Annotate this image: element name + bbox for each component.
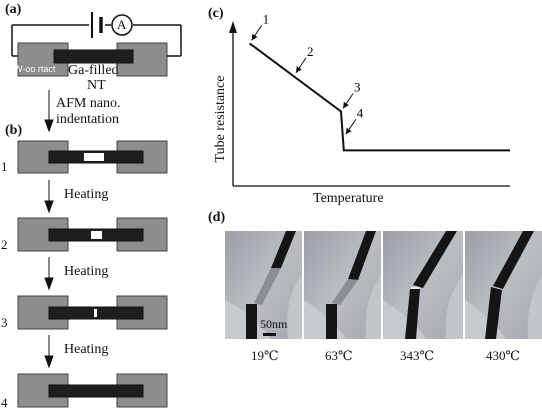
resistance-curve-0 xyxy=(249,42,510,152)
device-step-4 xyxy=(17,373,168,408)
tem-image-4 xyxy=(465,231,542,339)
annotation-label: 3 xyxy=(354,79,361,94)
chart-c: 1 2 3 4 xyxy=(229,11,510,187)
device-step-2 xyxy=(17,217,168,252)
heating-label-3: Heating xyxy=(64,342,109,357)
annotation-2: 2 xyxy=(295,44,314,74)
contact-label: W-oo rtact xyxy=(14,64,56,74)
step-number-3: 3 xyxy=(1,315,8,330)
y-axis-arrow-icon xyxy=(229,21,237,33)
temperature-label-1: 19℃ xyxy=(251,348,279,363)
temperature-label-2: 63℃ xyxy=(325,348,353,363)
annotation-4: 4 xyxy=(345,105,364,135)
panel-c-label: (c) xyxy=(208,6,224,21)
annotation-1: 1 xyxy=(251,11,270,41)
step-label-line2: indentation xyxy=(56,112,119,127)
tem-image-3 xyxy=(383,231,463,339)
heating-label-2: Heating xyxy=(64,264,109,279)
device-step-3 xyxy=(17,295,168,330)
annotation-label: 1 xyxy=(263,11,270,26)
down-arrow-icon xyxy=(44,335,54,369)
temperature-label-4: 430℃ xyxy=(486,348,521,363)
down-arrow-icon xyxy=(44,90,54,133)
device-step-1 xyxy=(17,140,168,174)
step-label-line1: AFM nano. xyxy=(56,96,121,111)
panel-b-label: (b) xyxy=(5,123,23,138)
heating-label-1: Heating xyxy=(64,187,109,202)
chart-x-label: Temperature xyxy=(313,191,384,206)
down-arrow-icon xyxy=(44,257,54,291)
panel-a-label: (a) xyxy=(5,2,22,17)
tube-label-line2: NT xyxy=(87,78,106,93)
annotation-3: 3 xyxy=(342,79,361,109)
tube-label-line1: Ga-filled xyxy=(68,63,119,78)
step-number-1: 1 xyxy=(1,159,8,174)
ammeter-icon xyxy=(111,14,133,36)
annotation-label: 2 xyxy=(307,44,314,59)
tem-image-1 xyxy=(225,231,302,339)
down-arrow-icon xyxy=(44,180,54,214)
annotation-label: 4 xyxy=(357,105,364,120)
battery-icon xyxy=(91,12,103,38)
nanotube xyxy=(53,49,134,64)
circuit xyxy=(11,24,182,57)
scale-bar-label: 50nm xyxy=(260,317,288,331)
chart-y-label: Tube resistance xyxy=(213,75,228,163)
ammeter-label: A xyxy=(117,17,127,32)
temperature-label-3: 343℃ xyxy=(400,348,435,363)
tem-image-2 xyxy=(304,231,381,339)
step-number-2: 2 xyxy=(1,237,8,252)
panel-d-label: (d) xyxy=(208,210,226,225)
step-number-4: 4 xyxy=(1,395,8,410)
